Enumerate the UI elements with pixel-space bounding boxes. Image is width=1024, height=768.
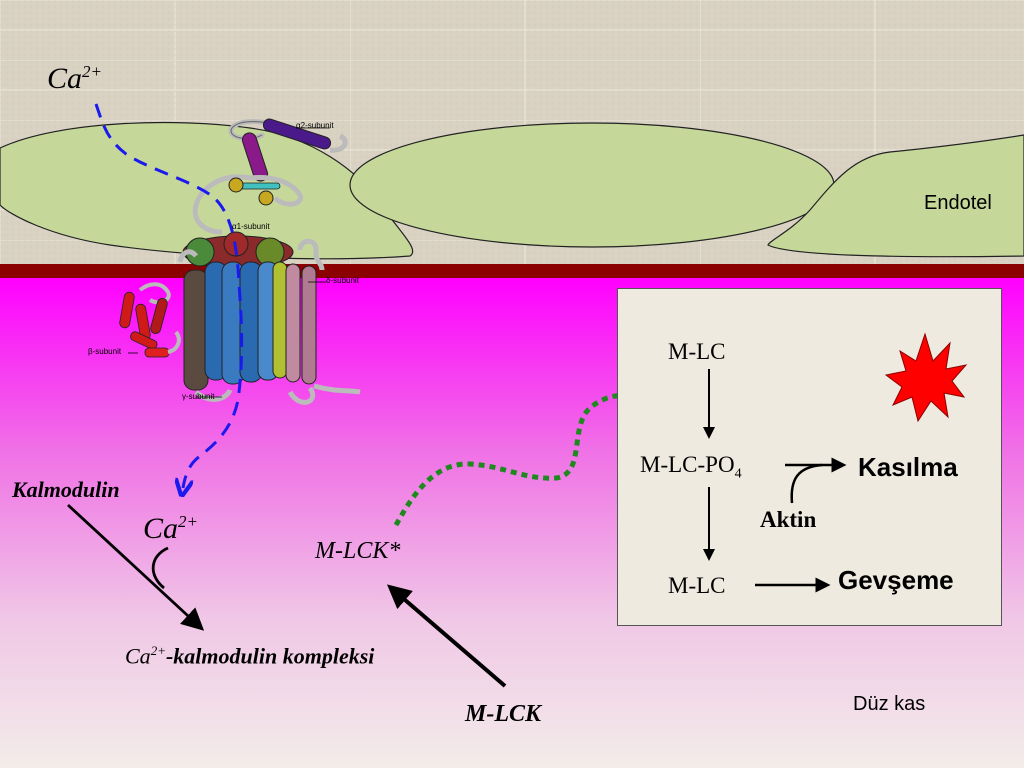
mlc-po4-label: M-LC-PO4: [640, 452, 742, 482]
panel-svg: [703, 332, 968, 593]
mlc-bottom-label: M-LC: [668, 573, 726, 598]
mlck-label: M-LCK: [465, 701, 542, 727]
ca-mid-label: Ca2+: [143, 512, 198, 545]
contraction-burst-icon: [884, 332, 968, 423]
myosin-light-chain-panel: M-LC M-LC-PO4 Kasılma Aktin M-LC Gevşeme: [617, 288, 1002, 626]
ca-top-label: Ca2+: [47, 62, 102, 95]
ca-binding-curve: [151, 546, 169, 590]
cell-membrane: [0, 264, 1024, 278]
beta-subunit-label: β-subunit: [88, 347, 122, 356]
gevseme-label: Gevşeme: [838, 565, 954, 595]
kasilma-label: Kasılma: [858, 452, 958, 482]
delta-subunit-label: δ-subunit: [326, 276, 359, 285]
alpha1-subunit-label: α1-subunit: [232, 222, 270, 231]
ca-kalmodulin-complex-label: Ca2+-kalmodulin kompleksi: [125, 643, 375, 669]
gamma-subunit-label: γ-subunit: [182, 392, 215, 401]
mlc-top-label: M-LC: [668, 339, 726, 364]
mlck-star-label: M-LCK*: [315, 538, 401, 564]
alpha2-subunit-label: α2-subunit: [296, 121, 334, 130]
kalmodulin-arrow: [67, 503, 205, 631]
duz-kas-label: Düz kas: [853, 693, 926, 715]
mlck-phosphorylation-path: [393, 383, 682, 527]
aktin-label: Aktin: [760, 507, 817, 532]
mlck-activation-arrow: [386, 584, 507, 688]
endothelial-cell-middle: [349, 122, 835, 248]
endotel-label: Endotel: [924, 192, 992, 214]
endothelial-cell-right: [767, 134, 1024, 258]
calcium-influx-path: [94, 103, 244, 488]
kalmodulin-label: Kalmodulin: [12, 477, 120, 502]
